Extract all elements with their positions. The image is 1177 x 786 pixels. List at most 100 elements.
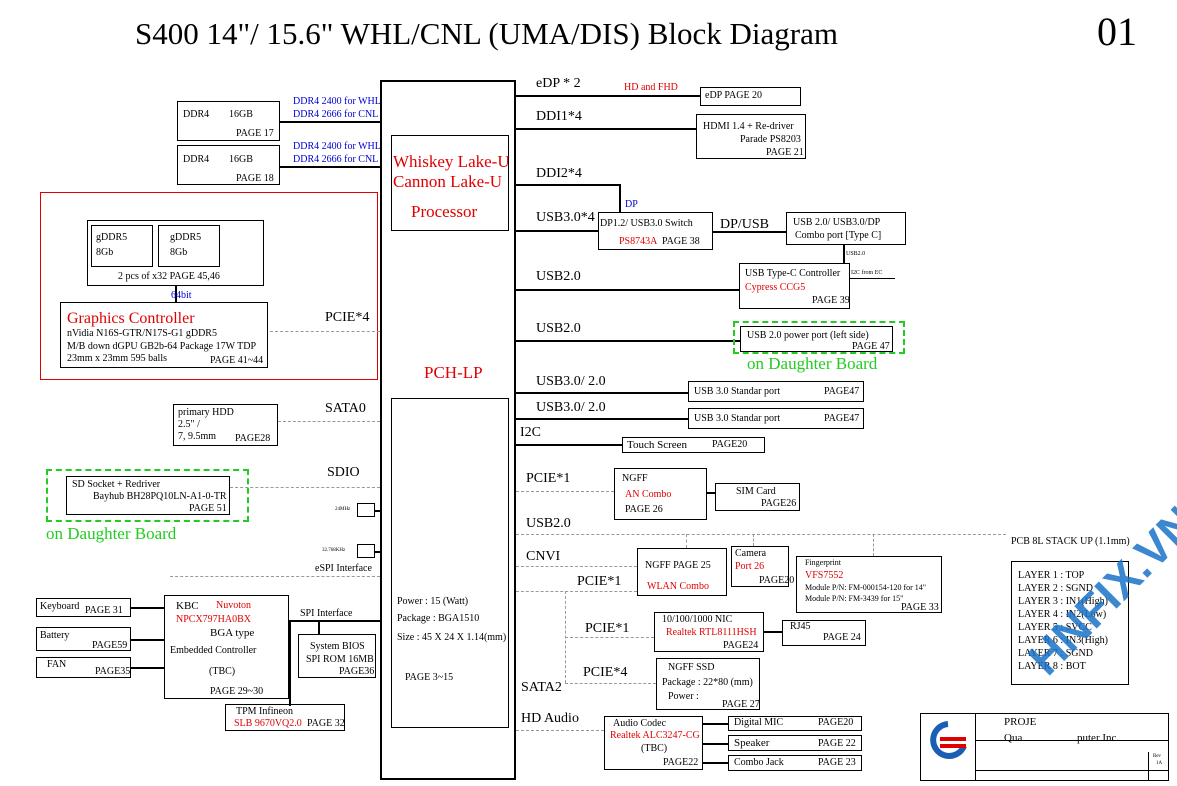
hdd-box [173,404,278,446]
camera-port: Port 26 [735,561,765,572]
usb-switch-box [598,212,713,250]
ddr-speed-cnl: DDR4 2666 for CNL [293,109,379,120]
rev-value: 1A [1156,761,1163,766]
bios-line-2: SPI ROM 16MB [306,654,374,665]
switch-part: PS8743A [619,236,658,247]
i2c-label: I2C [520,425,541,440]
gpu-line-1: nVidia N16S-GTR/N17S-G1 gDDR5 [67,328,217,339]
sd-line-1: SD Socket + Redriver [72,479,161,490]
gpu-line-2: M/B down dGPU GB2b-64 Package 17W TDP [67,341,257,352]
sim-label: SIM Card [736,486,776,497]
switch-page: PAGE 38 [662,236,700,247]
kbc-tbc: (TBC) [209,666,236,677]
ngff-an-label: NGFF [622,473,648,484]
cpu-processor-label: Processor [411,202,478,221]
sd-line-2: Bayhub BH28PQ10LN-A1-0-TR [93,491,227,502]
graphics-controller-box [60,302,268,368]
nic-box [654,612,764,652]
combo-jack-page: PAGE 23 [818,757,856,768]
keyboard-page: PAGE 31 [85,605,123,616]
gpu-link-label: PCIE*4 [325,310,370,325]
sata2-label: SATA2 [521,680,562,695]
stack-layer: LAYER 8 : BOT [1018,661,1086,672]
fp-page: PAGE 33 [901,602,939,613]
ddr-speed-cnl: DDR4 2666 for CNL [293,154,379,165]
company-label: Qua [1004,732,1023,744]
project-label: PROJE [1004,716,1037,728]
kbc-vendor: Nuvoton [216,600,251,611]
wlan-label: WLAN Combo [647,581,709,592]
typec-line-1: USB Type-C Controller [745,268,841,279]
combo-line-2: Combo port [Type C] [795,230,882,241]
rj45-box [782,620,866,646]
camera-box [731,546,789,587]
cpu-package: Package : BGA1510 [397,613,480,624]
cpu-size: Size : 45 X 24 X 1.14(mm) [397,632,507,643]
cpu-name-2: Cannon Lake-U [393,172,503,191]
wlan-ngff-label: NGFF PAGE 25 [645,560,711,571]
graphics-controller-title: Graphics Controller [67,310,195,327]
typec-controller-box [739,263,850,309]
nic-part: Realtek RTL8111HSH [666,627,757,638]
rj45-label: RJ45 [790,621,811,632]
gpu-page: PAGE 41~44 [210,355,264,366]
fp-module-2: Module P/N: FM-3439 for 15" [805,594,904,603]
ddr-page: PAGE 18 [236,173,274,184]
codec-page: PAGE22 [663,757,699,768]
company-label-2: puter Inc. [1077,732,1120,744]
vram-type: gDDR5 [170,232,202,243]
dmic-label: Digital MIC [734,717,784,728]
gpu-bus-width: 64bit [171,290,192,301]
speaker-label: Speaker [734,737,770,749]
ngff-an-box [614,468,707,520]
std1-label: USB 3.0 Standar port [694,386,781,397]
bios-line-1: System BIOS [310,641,365,652]
rev-label: Rev [1153,754,1162,759]
hdd-page: PAGE28 [235,433,271,444]
dpusb-label: DP/USB [720,217,770,232]
usb30x4-label: USB3.0*4 [536,210,595,225]
camera-page: PAGE20 [759,575,795,586]
battery-box [36,627,131,651]
usb20-c-label: USB2.0 [526,516,571,531]
speaker-box [728,735,862,751]
crystal-32khz: 32.768KHz [322,548,346,553]
typec-part: Cypress CCG5 [745,282,806,293]
ngff-wlan-box [637,548,727,596]
crystal-24mhz: 24MHz [335,507,351,512]
ddr-size: 16GB [229,154,253,165]
bios-page: PAGE36 [339,666,375,677]
sd-box [66,476,230,515]
stack-title: PCB 8L STACK UP (1.1mm) [1011,536,1130,547]
ddr-speed-whl: DDR4 2400 for WHL [293,96,381,107]
stack-layer: LAYER 3 : IN1(High) [1018,596,1108,607]
touch-page: PAGE20 [712,439,748,450]
fan-label: FAN [47,659,67,670]
kbc-type: BGA type [210,627,255,639]
fan-page: PAGE35 [95,666,131,677]
vram-size: 8Gb [96,247,114,258]
camera-label: Camera [735,548,767,559]
ddr-box-1 [177,101,280,141]
crystal-icon [357,503,375,517]
pch-box [391,398,509,728]
codec-part: Realtek ALC3247-CG [610,730,700,741]
stack-layer: LAYER 5 : SVCC [1018,622,1092,633]
digital-mic-box [728,716,862,731]
stack-layer: LAYER 6 : IN3(High) [1018,635,1108,646]
std2-page: PAGE47 [824,413,860,424]
hdmi-line-2: Parade PS8203 [740,134,801,145]
hdmi-page: PAGE 21 [766,147,804,158]
stack-layer: LAYER 4 : IN2(Low) [1018,609,1107,620]
ssd-line-2: Package : 22*80 (mm) [662,677,753,688]
kbc-title: KBC [176,600,199,612]
kbc-box [164,595,289,699]
keyboard-label: Keyboard [40,601,80,612]
keyboard-box [36,598,131,617]
sd-page: PAGE 51 [189,503,227,514]
edp-box [700,87,801,106]
speaker-page: PAGE 22 [818,738,856,749]
quanta-logo-icon [930,721,967,759]
audio-codec-box [604,716,703,770]
cpu-page: PAGE 3~15 [405,672,454,683]
